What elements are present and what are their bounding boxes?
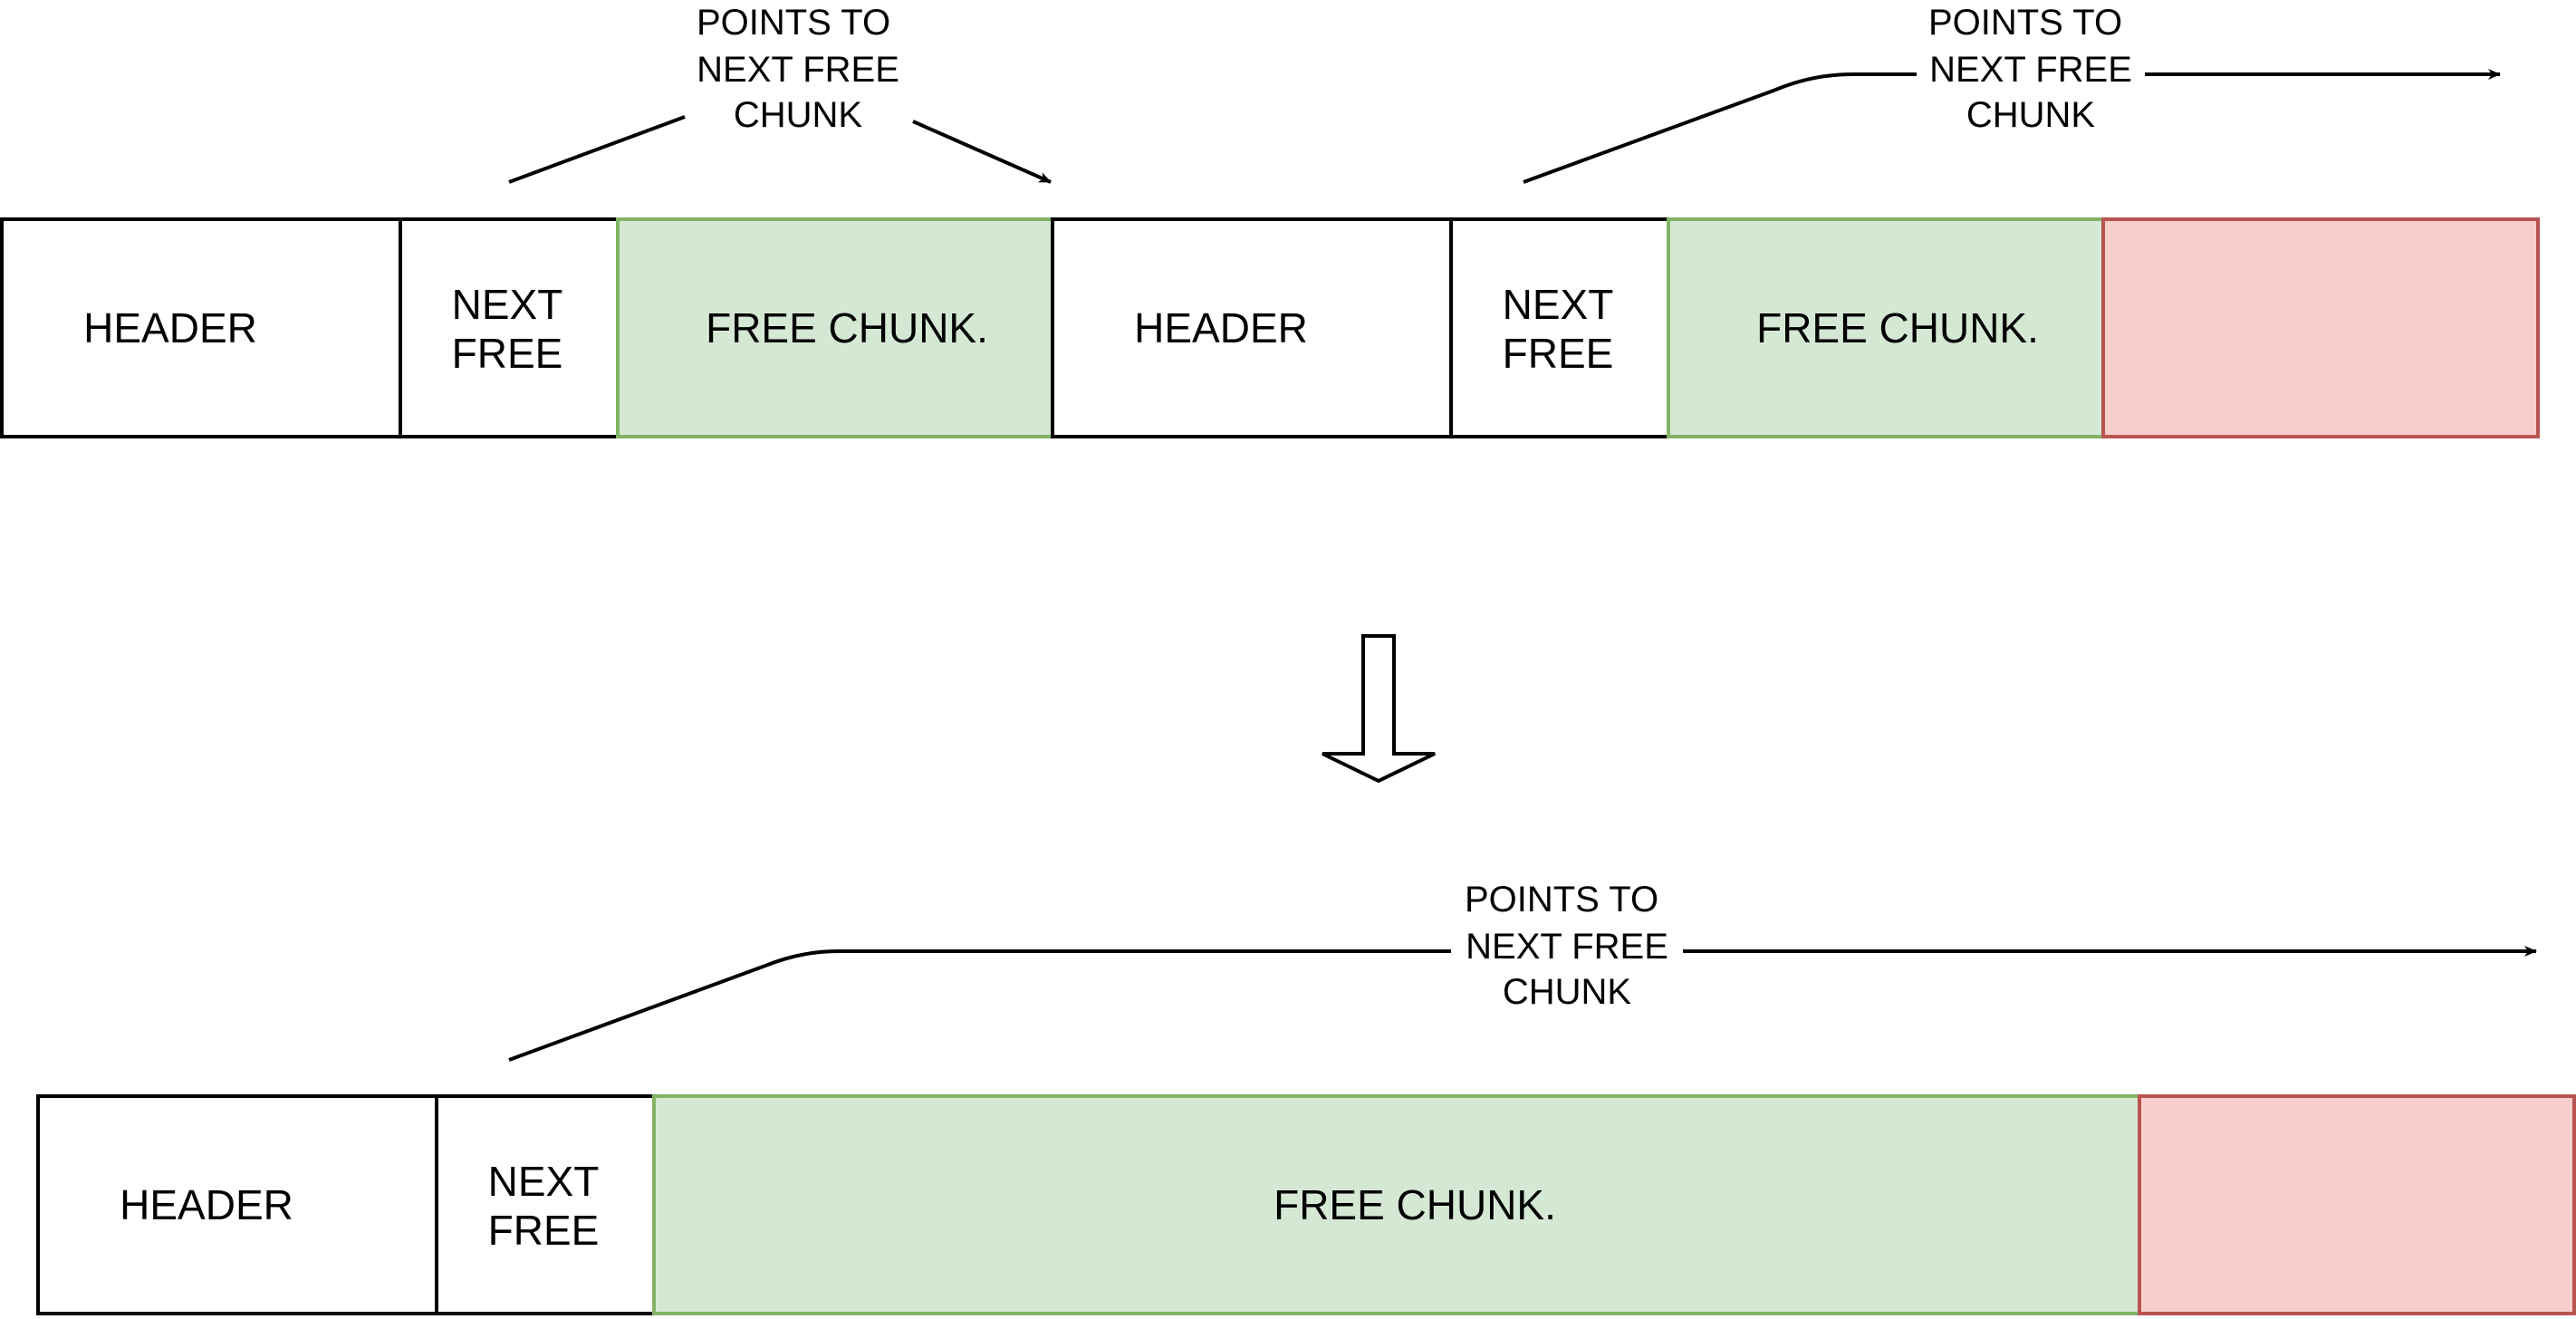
before-next-free-block-2: NEXT FREE bbox=[1449, 217, 1670, 438]
before-pointer-1-label-line1: POINTS TO bbox=[697, 3, 890, 43]
before-pointer-2-label-line2: NEXT FREE bbox=[1929, 50, 2132, 90]
before-pointer-1-line-b bbox=[912, 120, 1052, 184]
before-header-label: HEADER bbox=[83, 304, 257, 351]
before-allocated-block bbox=[2101, 217, 2540, 438]
before-pointer-2: POINTS TO NEXT FREE CHUNK bbox=[1523, 3, 2501, 184]
before-pointer-2-line-a bbox=[1523, 72, 1917, 184]
before-next-free-label-line1: NEXT bbox=[452, 281, 563, 328]
before-pointer-1-label-line2: NEXT FREE bbox=[697, 50, 899, 90]
after-pointer-label-line1: POINTS TO bbox=[1465, 880, 1658, 919]
after-next-free-block: NEXT FREE bbox=[435, 1094, 656, 1315]
after-header-block: HEADER bbox=[36, 1094, 438, 1315]
before-memory-row: HEADER NEXT FREE FREE CHUNK. HEADER NEXT… bbox=[0, 217, 2540, 438]
after-free-chunk-label: FREE CHUNK. bbox=[1274, 1181, 1556, 1228]
before-header-label-2: HEADER bbox=[1134, 304, 1308, 351]
after-free-chunk-block: FREE CHUNK. bbox=[652, 1094, 2141, 1315]
before-free-chunk-block: FREE CHUNK. bbox=[616, 217, 1054, 438]
before-next-free-block: NEXT FREE bbox=[399, 217, 620, 438]
before-free-chunk-block-2: FREE CHUNK. bbox=[1667, 217, 2105, 438]
after-pointer-label-line3: CHUNK bbox=[1503, 972, 1632, 1012]
after-pointer: POINTS TO NEXT FREE CHUNK bbox=[508, 880, 2537, 1062]
before-free-chunk-label-2: FREE CHUNK. bbox=[1756, 304, 2039, 351]
after-next-free-label-line2: FREE bbox=[488, 1207, 600, 1254]
before-header-block: HEADER bbox=[0, 217, 402, 438]
before-next-free-label-2-line1: NEXT bbox=[1503, 281, 1614, 328]
before-next-free-label-2-line2: FREE bbox=[1503, 330, 1614, 377]
after-next-free-label-line1: NEXT bbox=[488, 1158, 600, 1205]
before-pointer-1-label-line3: CHUNK bbox=[734, 95, 863, 135]
before-header-block-2: HEADER bbox=[1051, 217, 1453, 438]
after-allocated-block bbox=[2138, 1094, 2576, 1315]
before-pointer-2-label-line3: CHUNK bbox=[1966, 95, 2096, 135]
after-memory-row: HEADER NEXT FREE FREE CHUNK. bbox=[36, 1094, 2576, 1315]
before-pointer-1-line-a bbox=[508, 115, 686, 184]
after-pointer-line-a bbox=[508, 949, 1451, 1062]
before-pointer-1: POINTS TO NEXT FREE CHUNK bbox=[508, 3, 1052, 184]
before-next-free-label-line2: FREE bbox=[452, 330, 563, 377]
down-arrow-icon bbox=[1322, 634, 1436, 784]
after-header-label: HEADER bbox=[120, 1181, 293, 1228]
before-free-chunk-label: FREE CHUNK. bbox=[706, 304, 988, 351]
after-pointer-label-line2: NEXT FREE bbox=[1466, 927, 1668, 967]
before-pointer-2-label-line1: POINTS TO bbox=[1928, 3, 2122, 43]
